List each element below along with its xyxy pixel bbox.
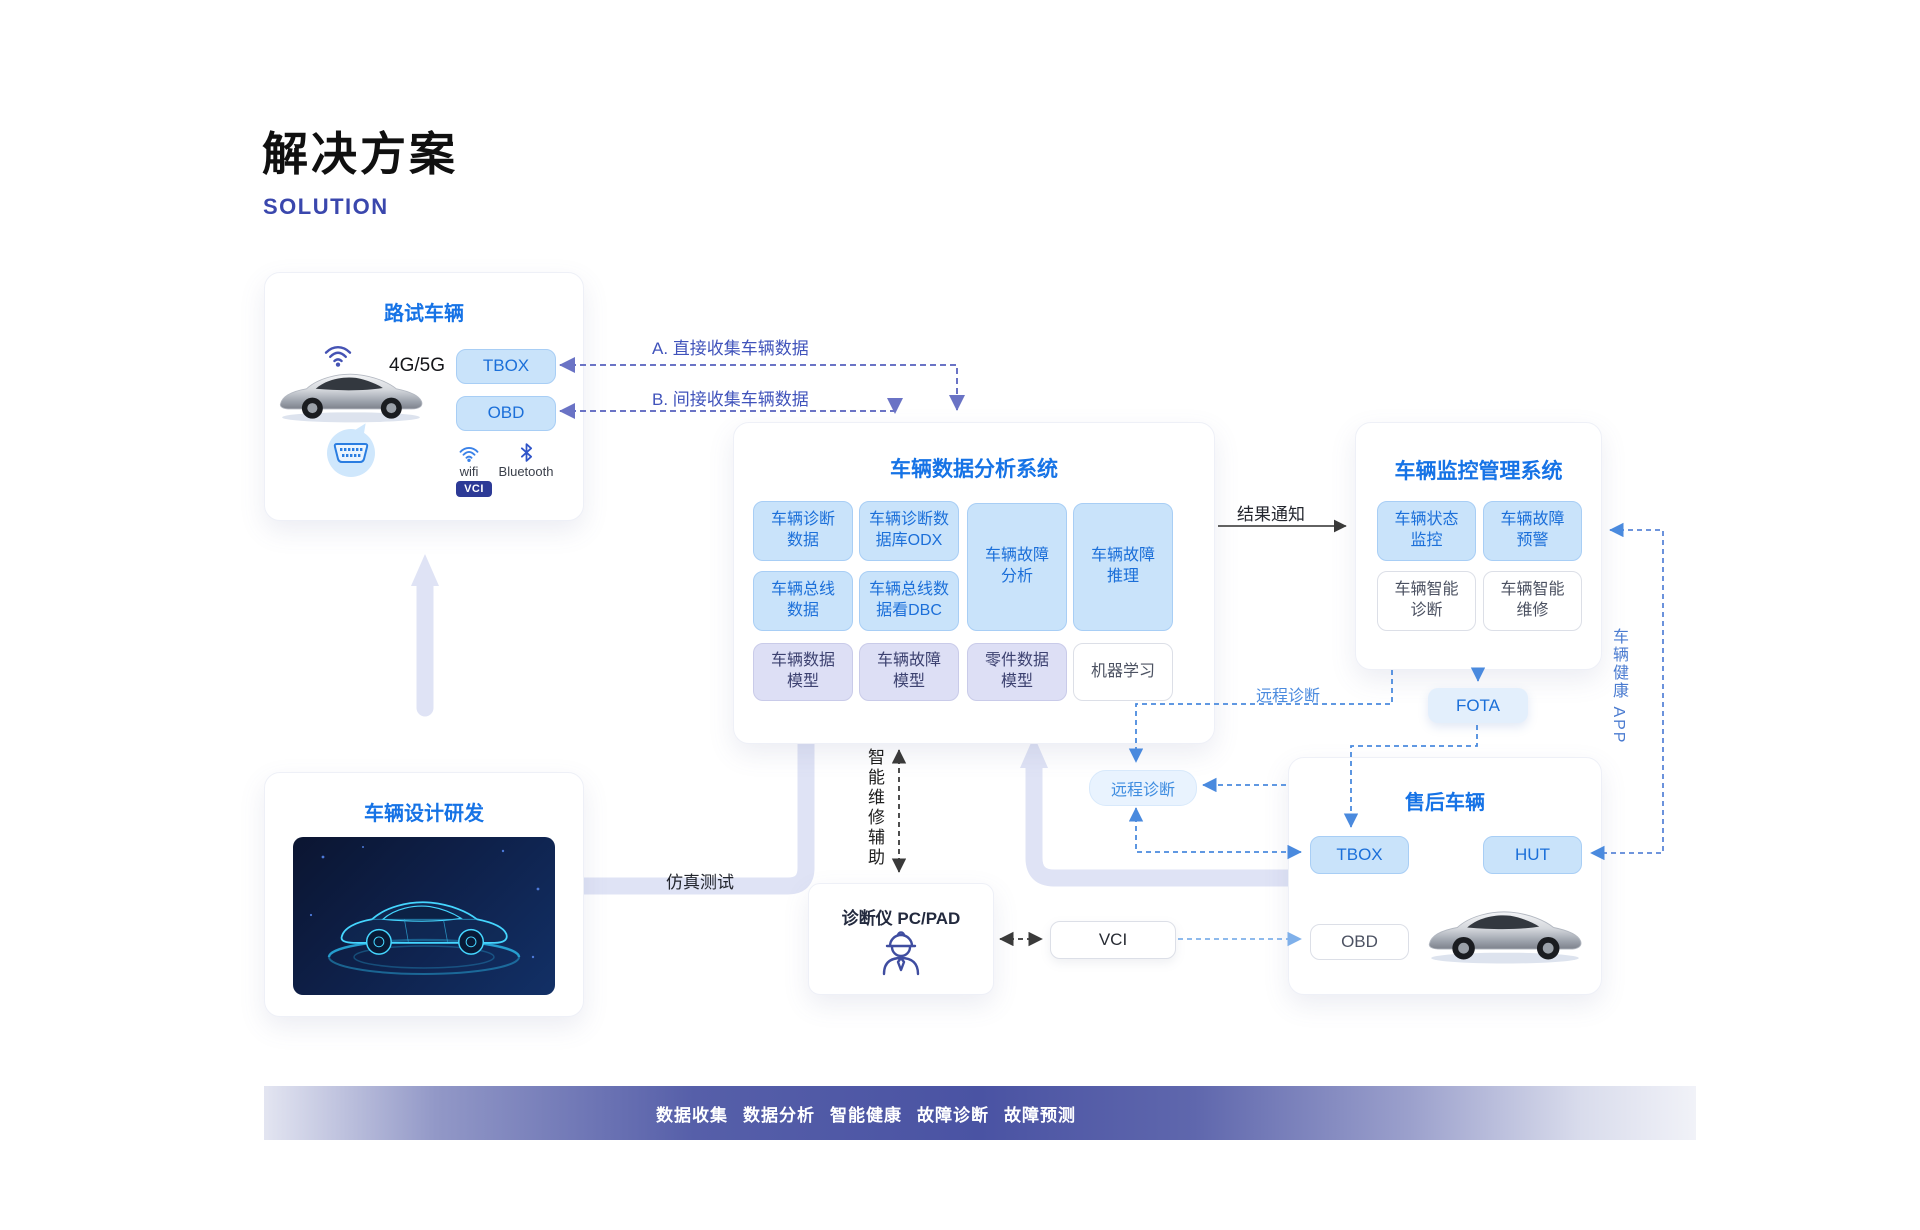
aftersales-card: 售后车辆 TBOX HUT OBD [1288, 757, 1602, 995]
road-test-car-image [267, 359, 435, 427]
monitoring-cell: 车辆状态 监控 [1377, 501, 1476, 561]
wifi-label: wifi [459, 464, 479, 480]
diagnostic-tool-title: 诊断仪 PC/PAD [841, 909, 961, 928]
bluetooth-small: Bluetooth [493, 443, 559, 480]
analysis-cell: 车辆故障 推理 [1073, 503, 1173, 631]
monitoring-title: 车辆监控管理系统 [1394, 460, 1563, 483]
flow-label-simulation-test: 仿真测试 [666, 873, 734, 892]
aftersales-title: 售后车辆 [1405, 792, 1485, 814]
monitoring-card: 车辆监控管理系统 车辆状态 监控 车辆故障 预警 车辆智能 诊断 车辆智能 维修 [1355, 422, 1602, 670]
wifi-small-icon [459, 447, 479, 462]
analysis-cell: 车辆总线数 据看DBC [859, 571, 959, 631]
flow-label-collect-b: B. 间接收集车辆数据 [652, 390, 809, 409]
aftersales-tbox-node: TBOX [1310, 836, 1409, 874]
design-title: 车辆设计研发 [364, 803, 484, 825]
banner-item: 智能健康 [830, 1105, 902, 1125]
analysis-cell: 车辆总线 数据 [753, 571, 853, 631]
vci-node: VCI [1050, 921, 1176, 959]
wifi-icon [324, 346, 352, 367]
obd-connector-icon [333, 443, 369, 463]
remote-diagnosis-node: 远程诊断 [1089, 770, 1197, 806]
flow-label-remote-diagnosis: 远程诊断 [1256, 688, 1321, 705]
road-test-title: 路试车辆 [384, 303, 464, 325]
road-tbox-node: TBOX [456, 349, 556, 384]
analysis-title: 车辆数据分析系统 [890, 458, 1058, 481]
analysis-cell: 车辆诊断数 据库ODX [859, 501, 959, 561]
analysis-cell: 机器学习 [1073, 643, 1173, 701]
analysis-cell: 零件数据 模型 [967, 643, 1067, 701]
analysis-card: 车辆数据分析系统 车辆诊断 数据 车辆诊断数 据库ODX 车辆总线 数据 车辆总… [733, 422, 1215, 744]
engineer-icon [882, 931, 920, 976]
banner-items: 数据收集 数据分析 智能健康 故障诊断 故障预测 [656, 1086, 1076, 1140]
network-label: 4G/5G [389, 355, 445, 376]
bottom-banner: 数据收集 数据分析 智能健康 故障诊断 故障预测 [264, 1086, 1696, 1140]
banner-item: 数据分析 [743, 1105, 815, 1125]
design-card: 车辆设计研发 [264, 772, 584, 1017]
banner-item: 数据收集 [656, 1105, 728, 1125]
monitoring-cell: 车辆智能 维修 [1483, 571, 1582, 631]
monitoring-cell: 车辆故障 预警 [1483, 501, 1582, 561]
analysis-cell: 车辆故障 分析 [967, 503, 1067, 631]
analysis-cell: 车辆故障 模型 [859, 643, 959, 701]
page-title: 解决方案 [262, 128, 458, 180]
monitoring-cell: 车辆智能 诊断 [1377, 571, 1476, 631]
flow-label-vehicle-health-app: 车辆健康 APP [1610, 628, 1627, 745]
road-test-card: 路试车辆 4G/5G TBOX OBD wif [264, 272, 584, 521]
page-subtitle: SOLUTION [263, 194, 389, 219]
flow-label-result-notice: 结果通知 [1237, 505, 1305, 524]
analysis-cell: 车辆诊断 数据 [753, 501, 853, 561]
vci-badge: VCI [456, 481, 492, 497]
flow-label-smart-maintenance: 智能维修辅助 [865, 748, 884, 868]
aftersales-car-image [1415, 896, 1595, 968]
bluetooth-label: Bluetooth [498, 464, 554, 480]
road-obd-node: OBD [456, 396, 556, 431]
banner-item: 故障诊断 [917, 1105, 989, 1125]
aftersales-hut-node: HUT [1483, 836, 1582, 874]
design-car-image [293, 837, 555, 995]
obd-connector-bubble [327, 429, 375, 477]
wifi-small: wifi [449, 445, 489, 480]
flow-label-collect-a: A. 直接收集车辆数据 [652, 339, 809, 358]
analysis-cell: 车辆数据 模型 [753, 643, 853, 701]
diagnostic-tool-card: 诊断仪 PC/PAD [808, 883, 994, 995]
fota-node: FOTA [1428, 688, 1528, 723]
banner-item: 故障预测 [1004, 1105, 1076, 1125]
aftersales-obd-node: OBD [1310, 924, 1409, 960]
bluetooth-icon [520, 443, 532, 462]
